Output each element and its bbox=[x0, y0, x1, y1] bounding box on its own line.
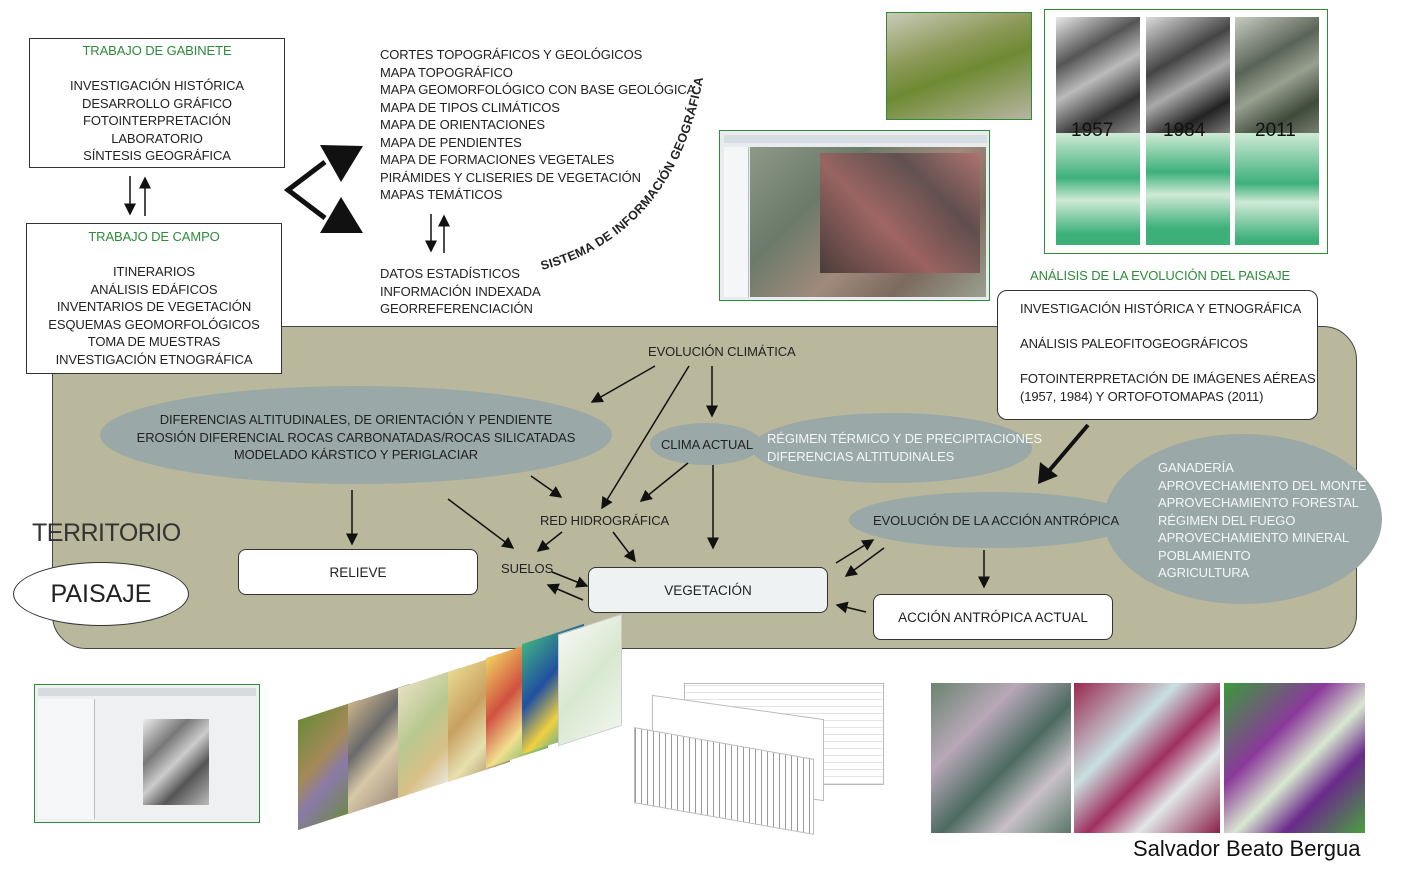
campo-item: ANÁLISIS EDÁFICOS bbox=[90, 281, 218, 297]
gabinete-list: INVESTIGACIÓN HISTÓRICA DESARROLLO GRÁFI… bbox=[29, 77, 285, 165]
sig-data-list: DATOS ESTADÍSTICOS INFORMACIÓN INDEXADA … bbox=[380, 265, 541, 318]
sig-map-item: MAPAS TEMÁTICOS bbox=[380, 187, 503, 202]
diferencias-ellipse bbox=[100, 386, 612, 484]
clima-actual-ellipse bbox=[650, 423, 762, 465]
campo-item: INVENTARIOS DE VEGETACIÓN bbox=[56, 299, 252, 314]
evolucion-item: (1957, 1984) Y ORTOFOTOMAPAS (2011) bbox=[1020, 389, 1264, 404]
clima-actual: CLIMA ACTUAL bbox=[661, 437, 753, 452]
regimen-line: DIFERENCIAS ALTITUDINALES bbox=[767, 449, 955, 464]
aerial-photo-3 bbox=[1224, 683, 1365, 833]
antropica-list: GANADERÍA APROVECHAMIENTO DEL MONTE APRO… bbox=[1158, 459, 1367, 582]
relieve-label: RELIEVE bbox=[329, 564, 387, 580]
evolucion-antropica-ellipse bbox=[849, 492, 1135, 548]
accion-actual-box: ACCIÓN ANTRÓPICA ACTUAL bbox=[873, 594, 1113, 640]
sig-data-item: DATOS ESTADÍSTICOS bbox=[380, 266, 520, 281]
diferencias-line: EROSIÓN DIFERENCIAL ROCAS CARBONATADAS/R… bbox=[136, 429, 576, 445]
sig-data-item: GEORREFERENCIACIÓN bbox=[380, 301, 533, 316]
evolucion-paisaje-box bbox=[997, 290, 1318, 420]
aerial-photo-2 bbox=[1074, 683, 1220, 833]
sig-map-item: MAPA DE ORIENTACIONES bbox=[380, 117, 546, 132]
sig-map-item: MAPA DE TIPOS CLIMÁTICOS bbox=[380, 99, 560, 115]
antropica-item: RÉGIMEN DEL FUEGO bbox=[1158, 512, 1296, 528]
campo-item: ITINERARIOS bbox=[113, 264, 195, 279]
sig-map-item: MAPA TOPOGRÁFICO bbox=[380, 64, 513, 80]
year-label-2011: 2011 bbox=[1255, 120, 1296, 141]
gabinete-item: INVESTIGACIÓN HISTÓRICA bbox=[70, 78, 244, 93]
campo-box bbox=[26, 223, 282, 374]
gis-relief-screenshot bbox=[34, 684, 260, 823]
gabinete-box bbox=[29, 38, 285, 168]
paisaje-label: PAISAJE bbox=[50, 579, 152, 608]
campo-item: INVESTIGACIÓN ETNOGRÁFICA bbox=[55, 351, 253, 367]
territorio-label: TERRITORIO bbox=[32, 519, 181, 547]
diferencias-line: DIFERENCIAS ALTITUDINALES, DE ORIENTACIÓ… bbox=[159, 412, 553, 427]
sig-map-item: MAPA GEOMORFOLÓGICO CON BASE GEOLÓGICA bbox=[380, 82, 696, 97]
charts-stack bbox=[632, 683, 884, 835]
evolucion-item: FOTOINTERPRETACIÓN DE IMÁGENES AÉREAS bbox=[1020, 371, 1316, 386]
antropica-item: GANADERÍA bbox=[1158, 460, 1234, 475]
vegetacion-box: VEGETACIÓN bbox=[588, 567, 828, 613]
antropica-items-ellipse bbox=[1104, 434, 1382, 604]
campo-list: ITINERARIOS ANÁLISIS EDÁFICOS INVENTARIO… bbox=[26, 263, 282, 368]
paisaje-ellipse: PAISAJE bbox=[13, 562, 189, 626]
campo-item: ESQUEMAS GEOMORFOLÓGICOS bbox=[48, 316, 260, 332]
suelos: SUELOS bbox=[501, 561, 554, 576]
gabinete-title: TRABAJO DE GABINETE bbox=[82, 43, 232, 58]
campo-item: TOMA DE MUESTRAS bbox=[87, 334, 221, 349]
sig-map-item: PIRÁMIDES Y CLISERIES DE VEGETACIÓN bbox=[380, 169, 641, 185]
antropica-item: AGRICULTURA bbox=[1158, 565, 1250, 580]
3d-model-photo bbox=[886, 12, 1032, 120]
gabinete-item: DESARROLLO GRÁFICO bbox=[82, 95, 232, 111]
author-credit: Salvador Beato Bergua bbox=[1133, 836, 1361, 861]
gabinete-item: FOTOINTERPRETACIÓN bbox=[83, 113, 231, 128]
regimen-line: RÉGIMEN TÉRMICO Y DE PRECIPITACIONES bbox=[767, 431, 1042, 446]
gis-screenshot bbox=[719, 130, 990, 301]
evolucion-climatica: EVOLUCIÓN CLIMÁTICA bbox=[648, 344, 796, 359]
gabinete-item: SÍNTESIS GEOGRÁFICA bbox=[83, 148, 231, 163]
sig-map-item: CORTES TOPOGRÁFICOS Y GEOLÓGICOS bbox=[380, 47, 643, 62]
evolucion-item: INVESTIGACIÓN HISTÓRICA Y ETNOGRÁFICA bbox=[1020, 301, 1302, 316]
evolucion-antropica: EVOLUCIÓN DE LA ACCIÓN ANTRÓPICA bbox=[873, 513, 1120, 528]
relieve-box: RELIEVE bbox=[238, 549, 478, 595]
campo-title: TRABAJO DE CAMPO bbox=[88, 229, 220, 244]
antropica-item: APROVECHAMIENTO FORESTAL bbox=[1158, 495, 1359, 510]
sig-map-item: MAPA DE PENDIENTES bbox=[380, 134, 522, 150]
year-label-1957: 1957 bbox=[1071, 120, 1114, 141]
sig-maps-list: CORTES TOPOGRÁFICOS Y GEOLÓGICOS MAPA TO… bbox=[380, 46, 695, 204]
aerial-photo-1 bbox=[931, 683, 1071, 833]
antropica-item: APROVECHAMIENTO MINERAL bbox=[1158, 530, 1350, 545]
evolucion-photos-panel: 1957 1984 2011 bbox=[1044, 9, 1328, 254]
antropica-item: APROVECHAMIENTO DEL MONTE bbox=[1158, 477, 1367, 493]
sig-map-item: MAPA DE FORMACIONES VEGETALES bbox=[380, 152, 615, 167]
year-label-1984: 1984 bbox=[1163, 120, 1206, 141]
evolucion-item: ANÁLISIS PALEOFITOGEOGRÁFICOS bbox=[1020, 336, 1248, 351]
regimen-ellipse bbox=[752, 413, 1032, 483]
gabinete-item: LABORATORIO bbox=[111, 130, 203, 146]
map-layer-stack bbox=[296, 613, 626, 831]
evolucion-paisaje-title: ANÁLISIS DE LA EVOLUCIÓN DEL PAISAJE bbox=[1030, 268, 1291, 283]
diferencias-line: MODELADO KÁRSTICO Y PERIGLACIAR bbox=[233, 447, 479, 462]
red-hidrografica: RED HIDROGRÁFICA bbox=[540, 513, 670, 528]
sig-data-item: INFORMACIÓN INDEXADA bbox=[380, 283, 541, 299]
accion-actual-label: ACCIÓN ANTRÓPICA ACTUAL bbox=[898, 609, 1088, 625]
vegetacion-label: VEGETACIÓN bbox=[664, 582, 752, 598]
antropica-item: POBLAMIENTO bbox=[1158, 547, 1251, 563]
diferencias-text: DIFERENCIAS ALTITUDINALES, DE ORIENTACIÓ… bbox=[100, 411, 612, 464]
